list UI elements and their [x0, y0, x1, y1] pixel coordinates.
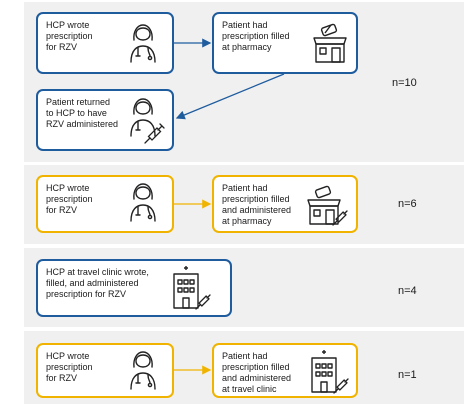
doctor-syringe-icon — [130, 98, 165, 144]
count-label-row4: n=1 — [398, 369, 417, 381]
box-label: HCP wrote prescription for RZV — [46, 183, 93, 215]
count-label-row2: n=6 — [398, 198, 417, 210]
clinic-syringe-icon — [311, 350, 349, 394]
clinic-syringe-icon — [173, 266, 211, 310]
returned-to-hcp-box-row1: Patient returned to HCP to have RZV admi… — [36, 89, 174, 151]
arrow-row1-back — [175, 73, 285, 120]
doctor-icon — [130, 24, 156, 63]
travel-clinic-administered-box-row4: Patient had prescription filled and admi… — [212, 343, 358, 398]
box-label: HCP wrote prescription for RZV — [46, 20, 93, 52]
box-label: Patient had prescription filled and admi… — [222, 351, 292, 394]
hcp-wrote-box-row1: HCP wrote prescription for RZV — [36, 12, 174, 74]
count-label-row3: n=4 — [398, 285, 417, 297]
box-label: HCP at travel clinic wrote, filled, and … — [46, 267, 149, 299]
pharmacy-icon — [313, 23, 347, 63]
hcp-wrote-box-row2: HCP wrote prescription for RZV — [36, 175, 174, 233]
box-label: Patient returned to HCP to have RZV admi… — [46, 97, 119, 129]
travel-clinic-box-row3: HCP at travel clinic wrote, filled, and … — [36, 259, 232, 317]
box-label: HCP wrote prescription for RZV — [46, 351, 93, 383]
pharmacy-filled-box-row1: Patient had prescription filled at pharm… — [212, 12, 358, 74]
hcp-wrote-box-row4: HCP wrote prescription for RZV — [36, 343, 174, 398]
count-label-row1: n=10 — [392, 77, 417, 89]
doctor-icon — [130, 183, 156, 222]
pharmacy-syringe-icon — [307, 185, 348, 226]
box-label: Patient had prescription filled at pharm… — [222, 20, 290, 52]
doctor-icon — [130, 351, 156, 390]
pharmacy-administered-box-row2: Patient had prescription filled and admi… — [212, 175, 358, 233]
box-label: Patient had prescription filled and admi… — [222, 183, 292, 226]
